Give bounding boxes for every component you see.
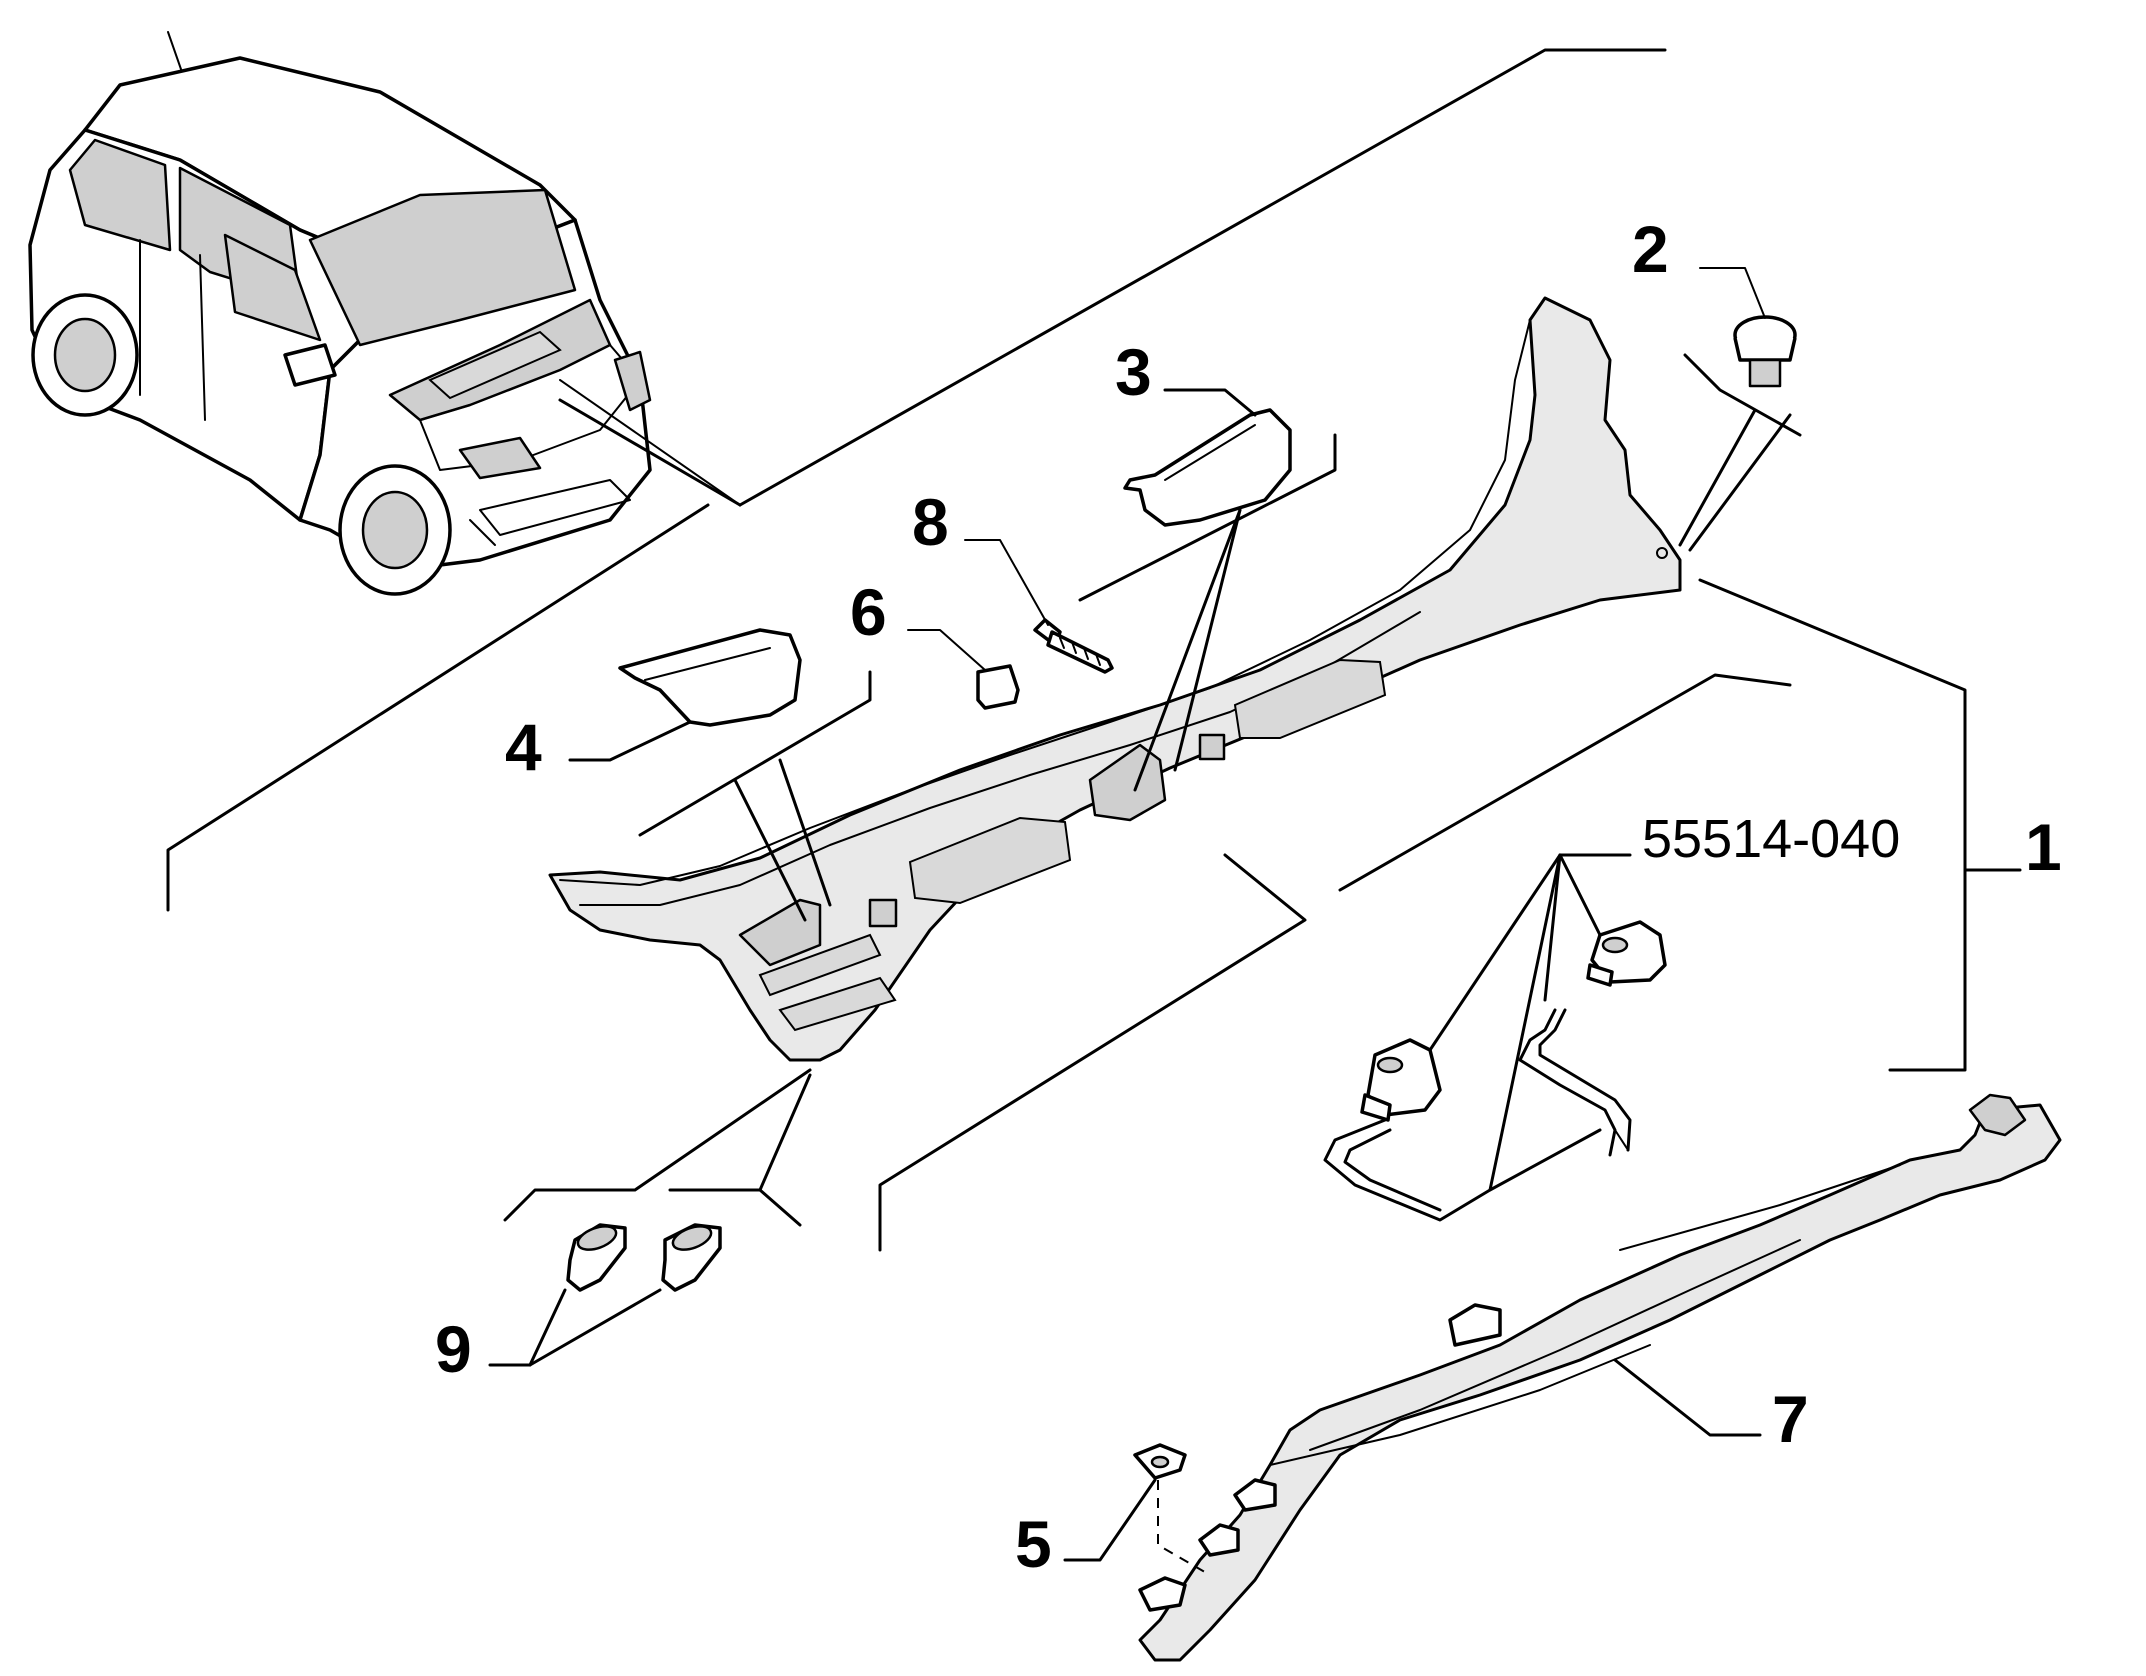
- callout-4: 4: [505, 710, 542, 784]
- grommets-part-9: [488, 1068, 812, 1367]
- washer-nozzle-kit: [1323, 853, 1667, 1222]
- screw-part-8: [964, 539, 1114, 674]
- callout-1: 1: [2025, 810, 2062, 884]
- callout-6: 6: [850, 575, 887, 649]
- callout-5: 5: [1015, 1507, 1052, 1581]
- cover-part-3: [1078, 388, 1337, 792]
- cover-part-4: [568, 628, 872, 922]
- block-part-6: [907, 629, 1020, 710]
- callout-7: 7: [1772, 1382, 1809, 1456]
- cowl-panel: [548, 296, 1682, 1062]
- car-illustration: [28, 31, 652, 596]
- callout-3: 3: [1115, 335, 1152, 409]
- speed-nut-part-5: [1063, 1443, 1211, 1576]
- callout-8: 8: [912, 485, 949, 559]
- lower-bracket-part-7: [1138, 1093, 2062, 1662]
- part-number-label: 55514-040: [1642, 809, 1900, 869]
- clip-part-2: [1678, 267, 1802, 552]
- callout-9: 9: [435, 1312, 472, 1386]
- callout-2: 2: [1632, 212, 1669, 286]
- group-frame-lines: [166, 48, 2022, 1252]
- callout-labels: 1 2 3 4 5 6 7 8 9 55514-040: [435, 212, 2062, 1581]
